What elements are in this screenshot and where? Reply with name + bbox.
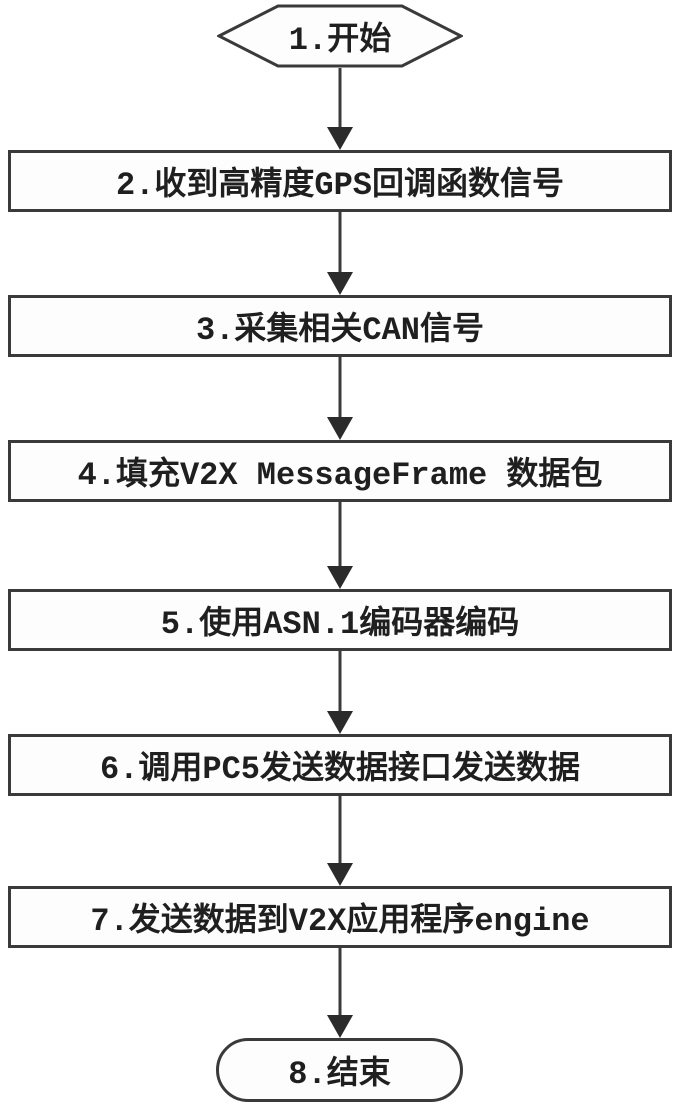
process-node-step-2: 2.收到高精度GPS回调函数信号 xyxy=(8,150,672,212)
arrow-down-icon xyxy=(327,127,353,150)
process-node-label: 2.收到高精度GPS回调函数信号 xyxy=(115,167,565,204)
arrow-down-icon xyxy=(327,711,353,734)
arrow-down-icon xyxy=(327,417,353,440)
arrow-line xyxy=(338,651,342,713)
process-node-step-6: 6.调用PC5发送数据接口发送数据 xyxy=(8,734,672,796)
start-node-label: 1.开始 xyxy=(288,22,392,59)
start-node-hexagon: 1.开始 xyxy=(217,4,463,68)
connector-arrow-3 xyxy=(327,357,353,440)
arrow-line xyxy=(338,212,342,274)
arrow-down-icon xyxy=(327,863,353,886)
connector-arrow-5 xyxy=(327,651,353,734)
connector-arrow-4 xyxy=(327,502,353,589)
process-node-label: 3.采集相关CAN信号 xyxy=(195,312,485,349)
end-node-label: 8.结束 xyxy=(288,1056,391,1093)
arrow-down-icon xyxy=(327,566,353,589)
connector-arrow-1 xyxy=(327,68,353,150)
arrow-line xyxy=(338,68,342,129)
process-node-label: 7.发送数据到V2X应用程序engine xyxy=(90,903,590,940)
arrow-line xyxy=(338,796,342,865)
arrow-line xyxy=(338,948,342,1017)
process-node-step-7: 7.发送数据到V2X应用程序engine xyxy=(8,886,672,948)
connector-arrow-6 xyxy=(327,796,353,886)
connector-arrow-7 xyxy=(327,948,353,1038)
arrow-down-icon xyxy=(327,272,353,295)
process-node-label: 5.使用ASN.1编码器编码 xyxy=(160,606,520,643)
process-node-label: 6.调用PC5发送数据接口发送数据 xyxy=(99,751,581,788)
end-node-stadium: 8.结束 xyxy=(216,1038,463,1102)
hexagon-shape xyxy=(217,4,463,68)
arrow-line xyxy=(338,357,342,419)
process-node-step-5: 5.使用ASN.1编码器编码 xyxy=(8,589,672,651)
process-node-step-4: 4.填充V2X MessageFrame 数据包 xyxy=(8,440,672,502)
arrow-line xyxy=(338,502,342,568)
process-node-label: 4.填充V2X MessageFrame 数据包 xyxy=(77,457,603,494)
arrow-down-icon xyxy=(327,1015,353,1038)
process-node-step-3: 3.采集相关CAN信号 xyxy=(8,295,672,357)
connector-arrow-2 xyxy=(327,212,353,295)
